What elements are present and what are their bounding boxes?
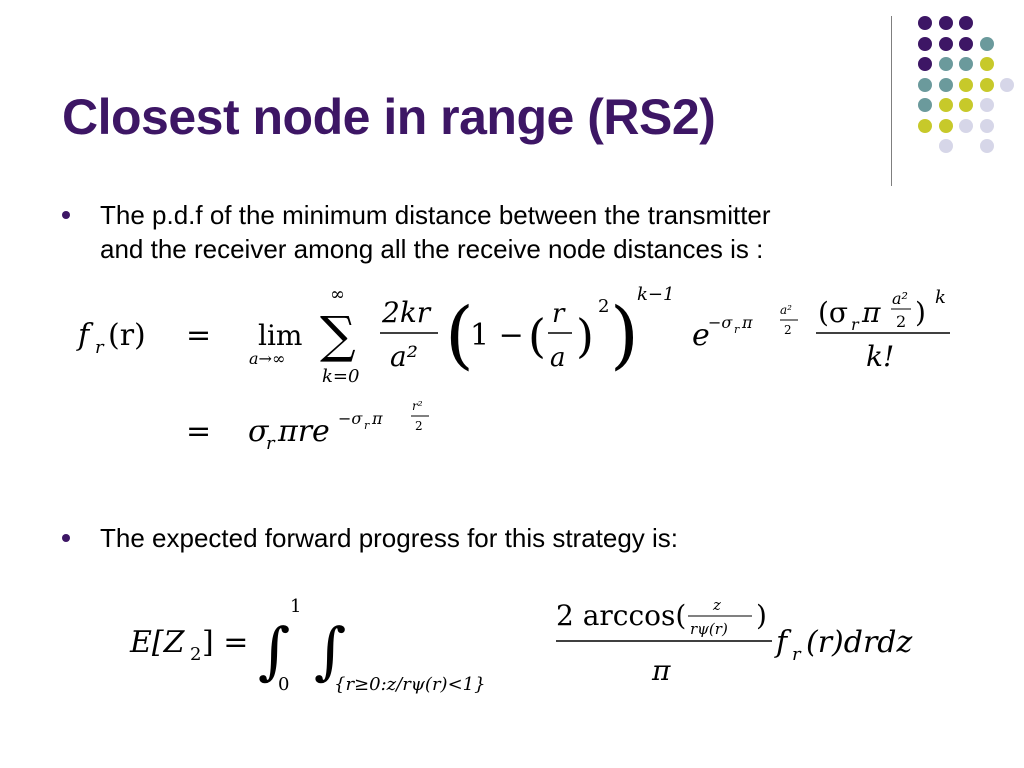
bullet-marker — [62, 534, 70, 542]
frac1-num: 2kr — [381, 296, 432, 329]
ez-frac-den: π — [651, 654, 671, 687]
frac2-num-r: r — [851, 315, 860, 334]
lim-sub: a→∞ — [249, 349, 285, 368]
pdf-lhs-arg: (r) — [108, 318, 146, 353]
frac2-num-k: k — [935, 287, 946, 308]
frac2-num-frac-d: 2 — [896, 312, 906, 331]
paren-one: 1 − — [470, 318, 524, 353]
frac2-num-a: (σ — [818, 296, 848, 329]
exp-power-frac-num: a² — [780, 303, 792, 317]
bullet-text-line1: The expected forward progress for this s… — [100, 523, 679, 553]
bullet-text-line1: The p.d.f of the minimum distance betwee… — [100, 200, 771, 230]
line2-exp: −σ — [338, 409, 363, 428]
small-paren-open: ( — [528, 309, 546, 363]
ez-frac-num-in-d: rψ(r) — [690, 620, 728, 638]
line2-exp-sub: r — [364, 419, 370, 432]
line2-exp-frac-n: r² — [412, 399, 423, 413]
ez-tail-rest: (r)drdz — [806, 625, 912, 660]
frac2-num-close: ) — [915, 296, 926, 329]
paren-frac-num: r — [552, 299, 566, 329]
line2-exp-frac-d: 2 — [415, 419, 423, 433]
sum-bottom: k=0 — [322, 366, 359, 387]
int1-bottom: 0 — [278, 674, 289, 695]
pdf-lhs-sub: r — [95, 337, 105, 358]
sum-top: ∞ — [330, 284, 345, 305]
power-k1: k−1 — [637, 284, 674, 305]
line2-eq-sign: = — [186, 414, 211, 449]
slide-title: Closest node in range (RS2) — [62, 89, 716, 145]
pdf-eq-sign: = — [186, 318, 211, 353]
exp-power-frac-den: 2 — [784, 323, 792, 337]
sum-symbol: ∑ — [320, 306, 356, 364]
frac1-den: a² — [390, 340, 418, 373]
ez-sub: 2 — [190, 644, 201, 665]
big-paren-open: ( — [445, 292, 474, 378]
bullet-marker — [62, 211, 70, 219]
ez-frac-num-in-n: z — [712, 596, 721, 614]
exp-power-pi: π — [741, 313, 753, 332]
line2-exp-pi: π — [371, 409, 383, 428]
ez-frac-num-a: 2 arccos( — [556, 599, 686, 632]
frac2-num-frac-n: a² — [892, 289, 908, 308]
line2-rest: πre — [277, 414, 330, 449]
integral-2: ∫ — [314, 614, 346, 687]
ez-tail-f: f — [774, 625, 792, 660]
int2-bottom: {r≥0:z/rψ(r)<1} — [334, 674, 486, 695]
frac2-num-pi: π — [861, 296, 881, 329]
ez-tail-sub: r — [792, 644, 802, 665]
frac2-den: k! — [866, 340, 894, 373]
big-paren-close: ) — [610, 292, 639, 378]
integral-1: ∫ — [258, 614, 290, 687]
exp-power-r: r — [734, 323, 740, 336]
line2-sigma: σ — [248, 414, 270, 449]
int1-top: 1 — [290, 596, 301, 617]
ez-lhs: E[Z — [129, 625, 186, 660]
line2-sub: r — [266, 433, 276, 454]
ez-close: ] = — [202, 625, 248, 660]
paren-frac-den: a — [550, 343, 566, 373]
exp-base: e — [692, 318, 710, 353]
exp-power: −σ — [708, 313, 733, 332]
power-two: 2 — [598, 296, 609, 317]
lim-label: lim — [258, 319, 302, 352]
small-paren-close: ) — [576, 309, 594, 363]
bullet-text-line2: and the receiver among all the receive n… — [100, 234, 764, 264]
ez-frac-num-b: ) — [756, 599, 767, 632]
title-divider-line — [891, 16, 892, 186]
